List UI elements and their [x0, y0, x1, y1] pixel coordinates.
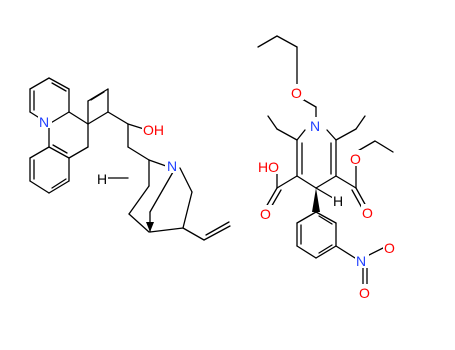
bond — [257, 35, 278, 48]
bond — [335, 175, 357, 189]
bond — [149, 227, 184, 233]
right-molecule — [257, 35, 394, 285]
bond — [51, 178, 67, 189]
bridge-n-label: N — [167, 158, 177, 174]
label-mask — [165, 157, 179, 173]
bond — [205, 221, 230, 236]
bond — [52, 144, 68, 154]
bond — [315, 245, 337, 259]
label-mask — [142, 121, 166, 137]
bond — [296, 211, 317, 224]
bond — [128, 213, 150, 233]
bond — [127, 123, 145, 130]
left-molecule-labels: N OH H N — [38, 114, 179, 187]
label-mask — [383, 239, 397, 255]
label-mask — [332, 193, 344, 208]
wedge-bond — [146, 222, 154, 232]
bond — [374, 140, 394, 153]
bond — [48, 77, 70, 90]
bond — [318, 215, 333, 225]
label-mask — [309, 117, 323, 133]
bond — [355, 187, 367, 207]
bond — [296, 245, 317, 259]
bond — [335, 128, 357, 141]
label-mask — [349, 150, 363, 166]
right-molecule-labels: O N HO O O O H N O O — [257, 84, 397, 301]
bond — [265, 187, 278, 208]
bond — [296, 175, 317, 189]
bond — [107, 111, 129, 125]
bond — [366, 247, 384, 257]
bond — [296, 129, 306, 141]
bond — [29, 146, 50, 159]
bond — [29, 77, 50, 90]
bond — [276, 175, 298, 189]
bond — [318, 244, 333, 254]
bond — [48, 180, 70, 194]
bond — [68, 111, 89, 125]
left-molecule — [29, 77, 231, 241]
bond — [351, 189, 363, 209]
nitro-o2-label: O — [359, 285, 370, 301]
bond — [203, 225, 231, 241]
bond — [127, 146, 150, 161]
label-mask — [290, 84, 304, 100]
bond — [148, 159, 167, 167]
bond — [315, 211, 337, 224]
bond — [267, 115, 278, 130]
h-stereo-label: H — [333, 193, 343, 209]
label-mask — [358, 284, 372, 300]
bond — [128, 185, 150, 215]
bond — [276, 35, 298, 48]
ether-o-label: O — [291, 85, 302, 101]
bond — [90, 91, 105, 101]
label-mask — [259, 205, 273, 221]
label-mask — [257, 158, 281, 174]
label-mask — [38, 114, 52, 128]
bond — [68, 146, 89, 159]
acid-ho-label: HO — [258, 159, 279, 175]
bond — [182, 191, 193, 229]
ester-o-double-label: O — [362, 205, 373, 221]
bond — [315, 175, 337, 189]
nitro-n-label: N — [356, 253, 366, 269]
bond — [48, 111, 70, 125]
bond — [149, 171, 174, 213]
bond — [51, 82, 67, 92]
bond — [29, 180, 50, 194]
bond — [87, 111, 109, 125]
label-mask — [96, 171, 108, 186]
bond — [182, 227, 205, 241]
bond — [326, 129, 337, 141]
bond — [179, 167, 193, 193]
bond — [48, 146, 70, 159]
bond — [355, 115, 366, 130]
nitro-o1-label: O — [384, 240, 395, 256]
bond — [315, 187, 334, 199]
bond — [335, 245, 356, 259]
quinoline-n-label: N — [39, 114, 49, 130]
bond — [276, 128, 298, 141]
acid-o-label: O — [260, 206, 271, 222]
hydroxyl-label: OH — [143, 122, 164, 138]
h-stereo-label: H — [97, 171, 107, 187]
ester-o-single-label: O — [350, 151, 361, 167]
label-mask — [355, 252, 369, 268]
ring-n-label: N — [310, 118, 320, 134]
wedge-bond — [312, 188, 320, 212]
label-mask — [361, 204, 375, 220]
